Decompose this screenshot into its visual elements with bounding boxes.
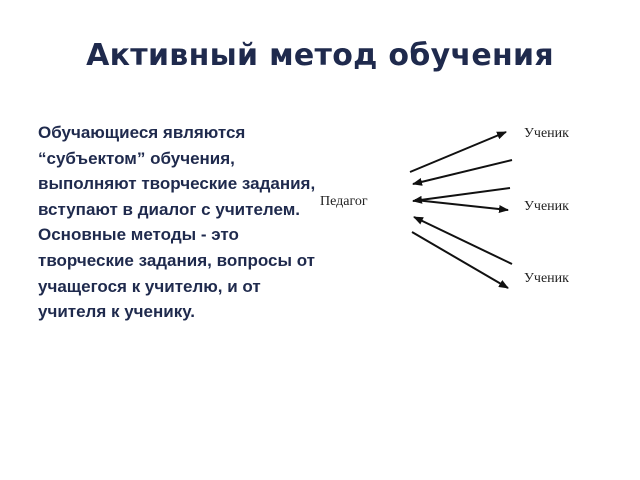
teacher-label: Педагог xyxy=(320,194,368,209)
arrow-teacher-to-student-2 xyxy=(414,199,509,214)
diagram-svg: Педагог Ученик Ученик Ученик xyxy=(320,126,569,289)
arrow-teacher-to-student-1 xyxy=(409,131,507,173)
student-label-bottom: Ученик xyxy=(524,271,569,286)
paragraph-students-role: Обучающиеся являются “субъектом” обучени… xyxy=(38,123,316,219)
student-label-top: Ученик xyxy=(524,126,569,141)
arrow-student-3-to-teacher xyxy=(413,216,513,265)
paragraph-main-methods: Основные методы - это творческие задания… xyxy=(38,225,316,322)
description-text: Обучающиеся являются “субъектом” обучени… xyxy=(38,120,318,325)
student-label-middle: Ученик xyxy=(524,199,569,214)
arrow-student-1-to-teacher xyxy=(412,159,513,186)
slide-title: Активный метод обучения xyxy=(86,38,554,73)
arrow-teacher-to-student-3 xyxy=(411,231,509,289)
interaction-diagram: Педагог Ученик Ученик Ученик xyxy=(300,110,600,310)
arrow-student-2-to-teacher xyxy=(412,187,511,204)
